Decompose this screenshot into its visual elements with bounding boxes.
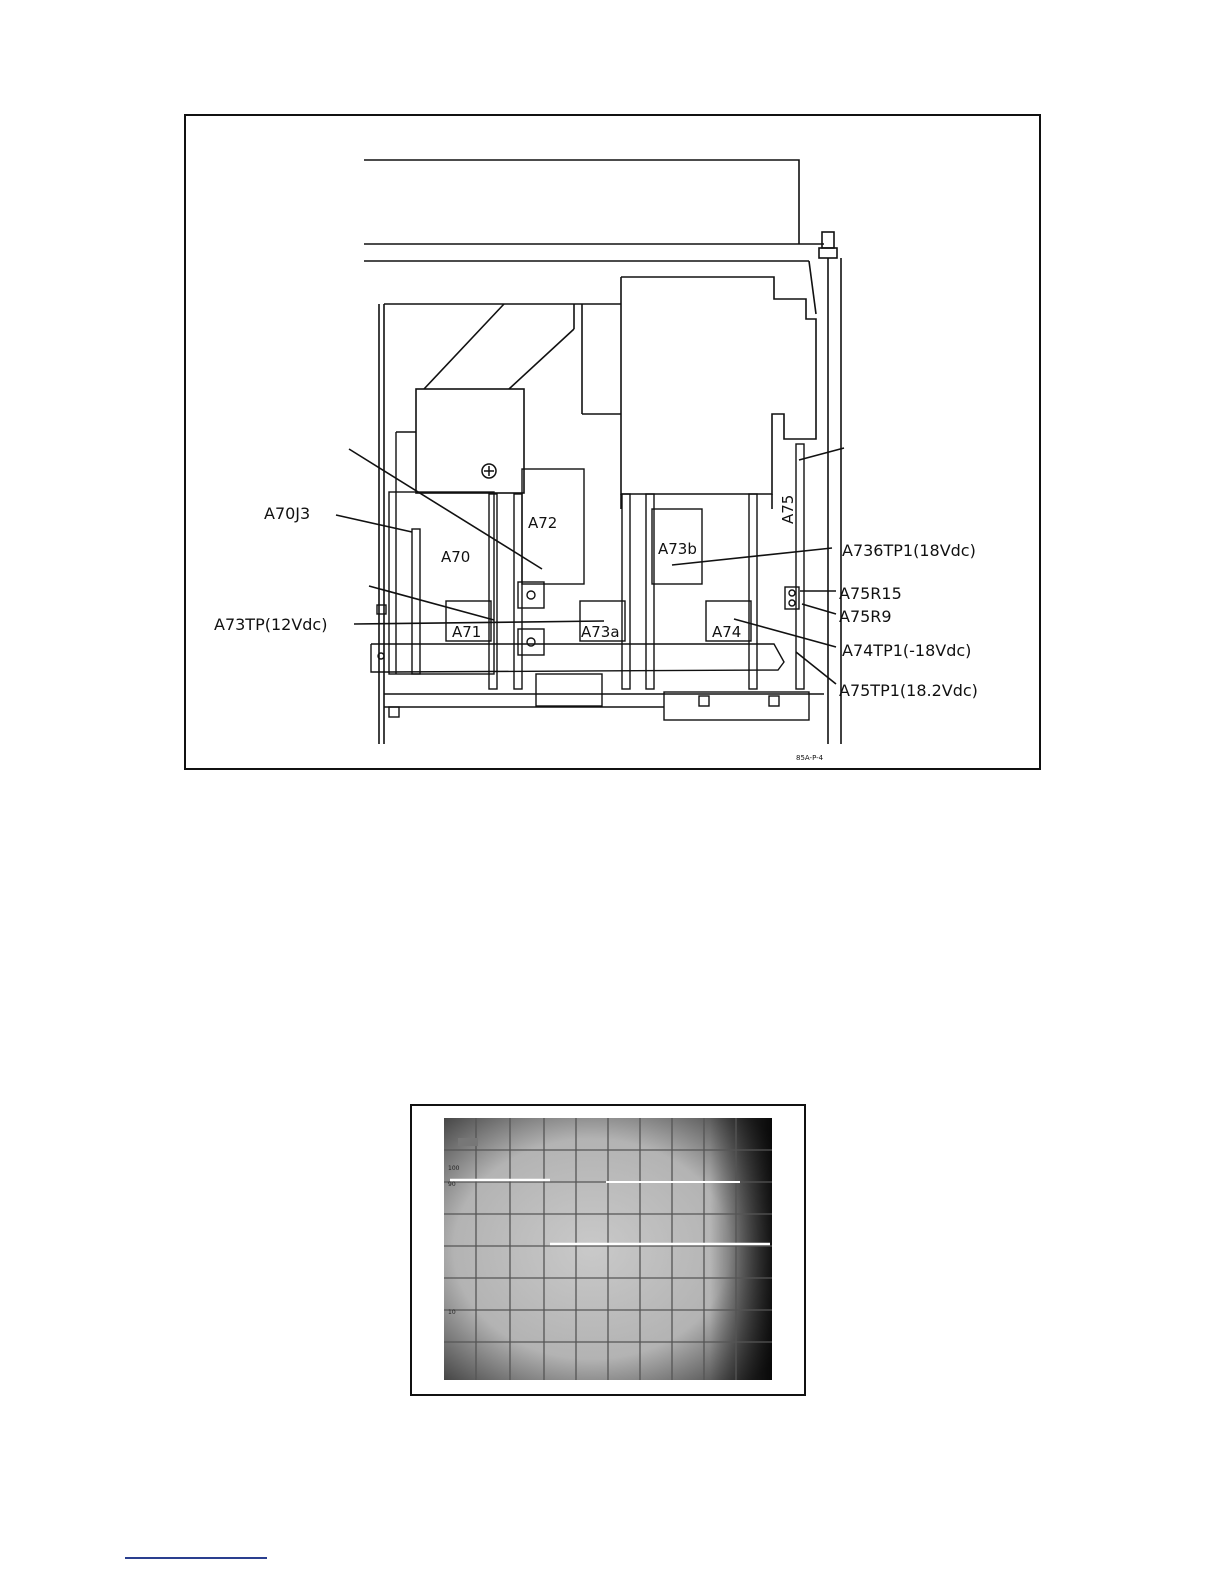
- callout-a73tp: A73TP(12Vdc): [214, 615, 327, 634]
- screen-marker: [458, 1138, 478, 1146]
- board-label-a73b: A73b: [658, 540, 697, 558]
- board-label-a74: A74: [712, 623, 741, 641]
- pad-icon: [789, 600, 795, 606]
- figure-code: 85A-P-4: [796, 754, 824, 762]
- callout-a70j3: A70J3: [264, 504, 310, 523]
- callout-a75r9: A75R9: [839, 607, 892, 626]
- pad-icon: [789, 590, 795, 596]
- callout-a75r15: A75R15: [839, 584, 902, 603]
- scale-mark-100: 100: [448, 1165, 460, 1172]
- board-label-a75: A75: [779, 495, 797, 524]
- board-label-a72: A72: [528, 514, 557, 532]
- board-label-a71: A71: [452, 623, 481, 641]
- board-location-diagram: A72 A70 A73b A71 A73a A74 A75 A70J3 A73T…: [184, 114, 1041, 770]
- oscilloscope-photo: 100 90 10: [410, 1104, 806, 1396]
- screw-icon: [527, 591, 535, 599]
- callout-a74tp1: A74TP1(-18Vdc): [842, 641, 971, 660]
- screw-icon: [527, 638, 535, 646]
- board-location-drawing: A72 A70 A73b A71 A73a A74 A75 A70J3 A73T…: [184, 114, 1041, 770]
- footer-rule: [125, 1557, 267, 1559]
- board-label-a70: A70: [441, 548, 470, 566]
- scale-mark-90: 90: [448, 1181, 456, 1188]
- chassis-outline: [364, 160, 841, 744]
- board-label-a73a: A73a: [581, 623, 620, 641]
- board-outlines: [371, 432, 824, 720]
- callout-a75tp1: A75TP1(18.2Vdc): [839, 681, 978, 700]
- scale-mark-10: 10: [448, 1309, 456, 1316]
- screw-icon: [482, 464, 496, 478]
- oscilloscope-screen: 100 90 10: [410, 1104, 806, 1396]
- callout-a736tp1: A736TP1(18Vdc): [842, 541, 976, 560]
